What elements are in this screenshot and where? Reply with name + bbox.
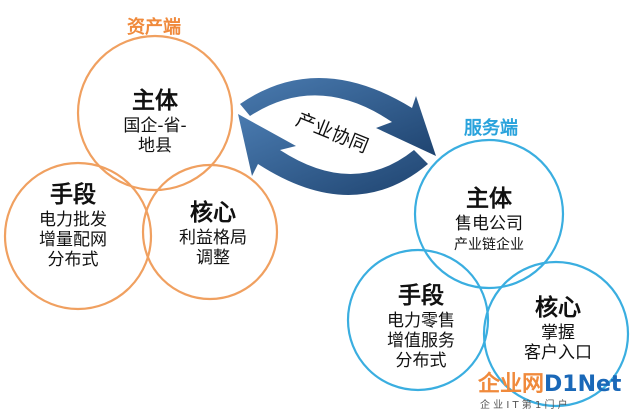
service-means-circle: [346, 248, 490, 392]
service-means-line1: 电力零售: [387, 310, 455, 331]
service-means-title: 手段: [398, 283, 444, 309]
asset-means-title: 手段: [50, 182, 96, 208]
service-subject-title: 主体: [466, 186, 512, 212]
asset-means-line3: 分布式: [47, 250, 99, 271]
service-core-title: 核心: [535, 295, 581, 321]
service-core-line2: 客户入口: [524, 342, 592, 363]
asset-subject-line1: 国企-省-: [123, 115, 187, 136]
cycle-arrow-top: [240, 77, 436, 156]
service-means-line2: 增值服务: [387, 330, 455, 351]
watermark-logo: 企业网D1Net: [478, 372, 638, 398]
service-means-text: 手段 电力零售 增值服务 分布式: [366, 283, 476, 372]
asset-means-text: 手段 电力批发 增量配网 分布式: [18, 182, 128, 271]
watermark-en: D1Net: [544, 372, 622, 397]
service-subject-line1: 售电公司: [455, 213, 523, 234]
service-subject-line2: 产业链企业: [454, 236, 524, 253]
asset-core-line1: 利益格局: [179, 227, 247, 248]
asset-subject-text: 主体 国企-省- 地县: [95, 88, 215, 156]
service-core-circle: [482, 260, 630, 408]
asset-side-heading: 资产端: [127, 17, 181, 38]
asset-means-circle: [3, 161, 153, 311]
asset-means-line1: 电力批发: [39, 209, 107, 230]
watermark-subtitle: 企 业 I T 第 1 门 户: [480, 400, 568, 411]
service-core-text: 核心 掌握 客户入口: [508, 295, 608, 363]
asset-core-circle: [141, 163, 279, 301]
service-subject-text: 主体 售电公司 产业链企业: [434, 186, 544, 254]
asset-core-line2: 调整: [196, 247, 230, 268]
asset-means-line2: 增量配网: [39, 229, 107, 250]
asset-core-title: 核心: [190, 200, 236, 226]
cycle-arrow-bottom: [238, 114, 428, 195]
service-means-line3: 分布式: [395, 351, 447, 372]
service-side-heading: 服务端: [464, 118, 518, 139]
asset-subject-title: 主体: [132, 88, 178, 114]
watermark-cn: 企业网: [478, 372, 545, 397]
asset-core-text: 核心 利益格局 调整: [158, 200, 268, 268]
service-subject-circle: [413, 138, 565, 290]
asset-subject-line2: 地县: [138, 135, 172, 156]
service-core-line1: 掌握: [541, 322, 575, 343]
asset-subject-circle: [76, 34, 234, 192]
